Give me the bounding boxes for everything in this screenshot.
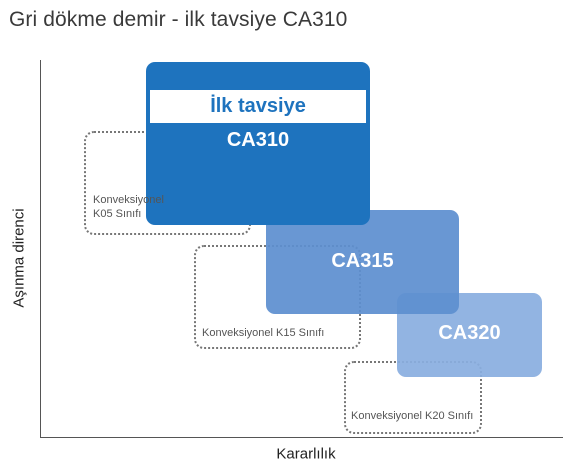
ca315-label: CA315: [331, 250, 394, 272]
y-axis-line: [40, 60, 41, 438]
ca320-label: CA320: [438, 322, 501, 344]
conventional-k05-line1: Konveksiyonel: [93, 194, 164, 206]
conventional-k05-label: Konveksiyonel K05 Sınıfı: [93, 193, 164, 221]
ca315-region: [266, 210, 459, 314]
ca310-region: [146, 62, 370, 225]
conventional-k05-line2: K05 Sınıfı: [93, 208, 142, 220]
ca310-label: CA310: [226, 129, 290, 151]
recommendation-label: İlk tavsiye: [210, 95, 306, 117]
conventional-k15-label: Konveksiyonel K15 Sınıfı: [202, 327, 325, 339]
x-axis-label: Kararlılık: [276, 445, 336, 463]
page-title: Gri dökme demir - ilk tavsiye CA310: [9, 8, 348, 31]
recommendation-band: [150, 90, 366, 123]
conventional-k20-label: Konveksiyonel K20 Sınıfı: [351, 410, 474, 422]
x-axis-line: [40, 437, 563, 438]
y-axis-label: Aşınma direnci: [10, 208, 28, 308]
